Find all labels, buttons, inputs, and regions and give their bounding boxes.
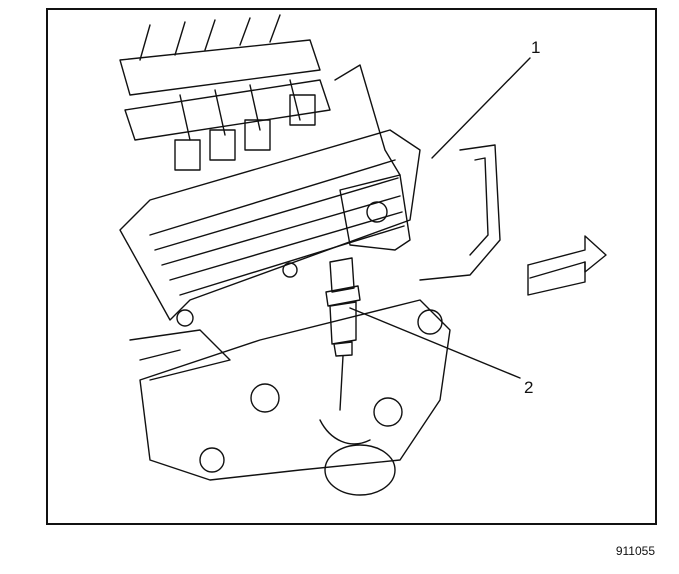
- lower-pipe: [129, 329, 231, 381]
- fuel-rail: [119, 14, 331, 171]
- spark-plug: [325, 257, 361, 411]
- exhaust-manifold: [139, 299, 451, 496]
- leader-line-2: [349, 307, 521, 379]
- callout-2: 2: [524, 378, 534, 397]
- figure-number: 911055: [615, 544, 655, 558]
- mounting-bracket: [334, 64, 501, 281]
- valve-cover: [119, 129, 421, 327]
- callout-1: 1: [531, 38, 541, 57]
- leader-line-1: [431, 57, 531, 159]
- direction-arrow-icon: [527, 235, 607, 296]
